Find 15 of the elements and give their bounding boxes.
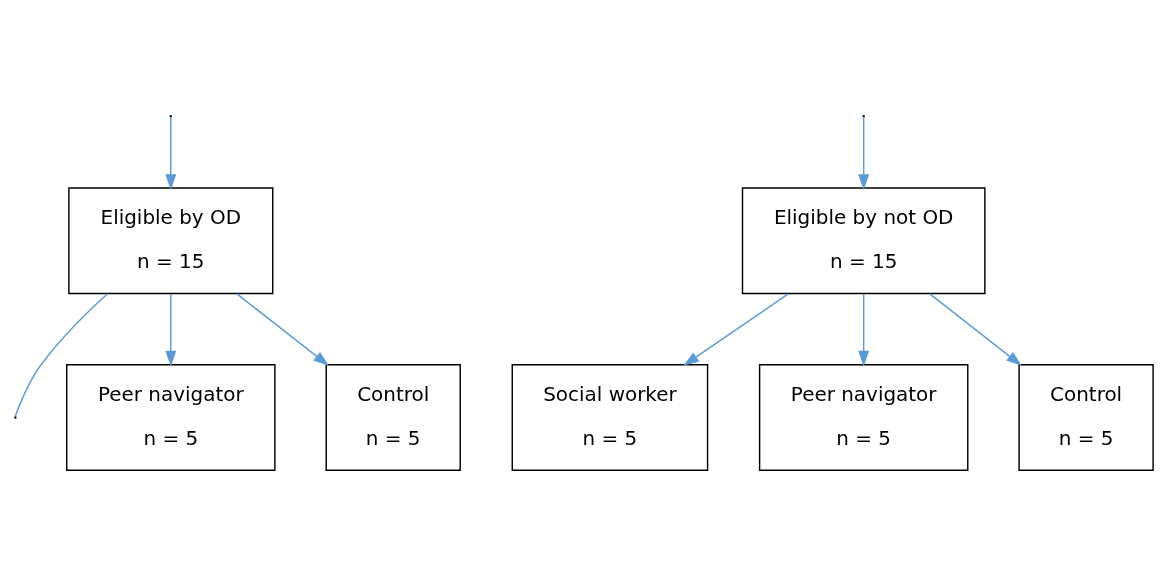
node-box: Peer navigator n = 5 [66, 364, 276, 471]
arrow [683, 293, 789, 366]
node-box: Eligible by not OD n = 15 [741, 187, 986, 295]
node-box: Peer navigator n = 5 [758, 364, 969, 471]
node-box: Control n = 5 [325, 364, 461, 471]
arrow [165, 116, 177, 191]
node-box: Control n = 5 [1018, 364, 1154, 471]
arrow [858, 116, 870, 191]
node-box: Social worker n = 5 [511, 364, 709, 471]
arrow [929, 293, 1022, 366]
arrow [236, 293, 330, 366]
arrow [858, 293, 870, 367]
node-box: Eligible by OD n = 15 [68, 187, 274, 295]
arrow [165, 293, 177, 367]
connector [14, 293, 109, 417]
